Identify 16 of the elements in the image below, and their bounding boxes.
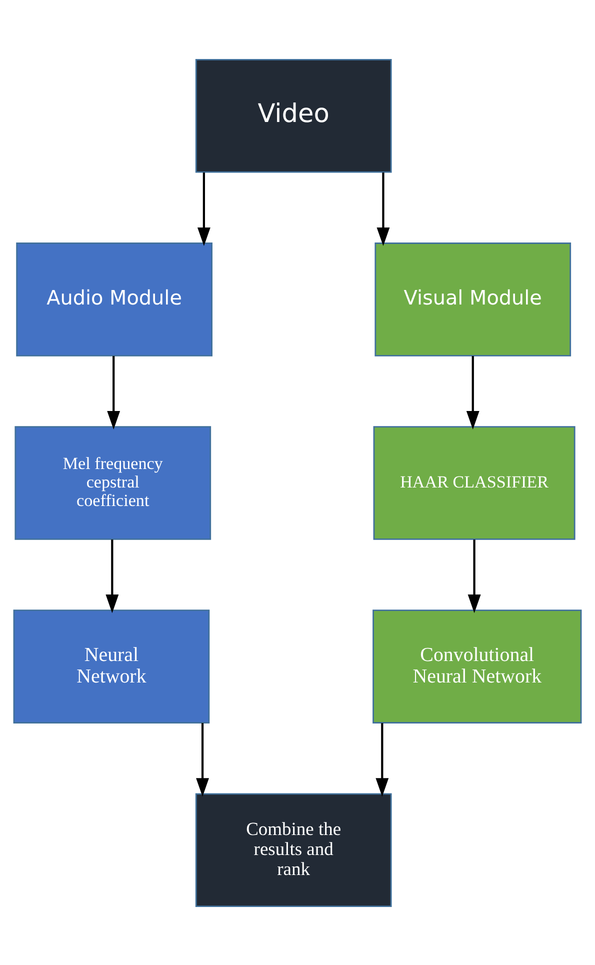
node-box: Convolutional Neural Network (372, 609, 582, 723)
node-box: Video (195, 58, 392, 172)
arrow (376, 172, 390, 246)
node-box: HAAR CLASSIFIER (373, 426, 576, 540)
node-box: Audio Module (16, 242, 212, 356)
node-box: Visual Module (374, 242, 572, 356)
arrow (196, 722, 209, 796)
arrow (106, 539, 119, 613)
node-box: Mel frequency cepstral coefficient (14, 426, 212, 540)
arrow (466, 356, 480, 430)
node-box: Neural Network (13, 609, 210, 723)
arrow (468, 539, 481, 613)
arrow (197, 172, 210, 246)
node-box: Combine the results and rank (195, 792, 392, 907)
arrow (107, 356, 120, 430)
arrow (376, 722, 389, 796)
